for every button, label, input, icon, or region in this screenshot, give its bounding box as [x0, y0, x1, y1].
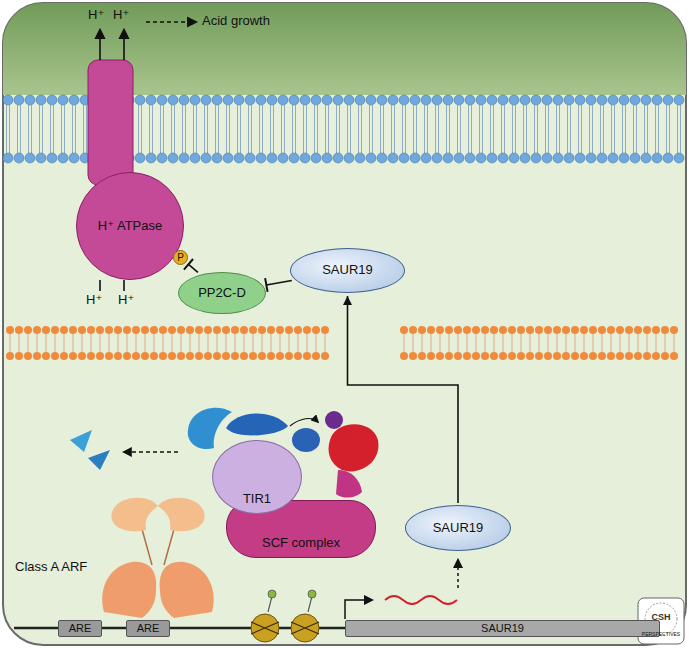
connector-line: [348, 296, 459, 503]
annotation-label: Acid growth: [202, 14, 270, 28]
arf-dimer: [102, 498, 213, 618]
node-text: TIR1: [243, 492, 271, 506]
node-text: SAUR19: [433, 521, 484, 535]
connector: [265, 278, 292, 292]
nucleosomes: [251, 590, 319, 642]
node-text: SCF complex: [262, 536, 340, 550]
annotation-label: H⁺: [118, 293, 134, 307]
node-text: SAUR19: [322, 263, 373, 277]
saur-oval: SAUR19: [290, 248, 405, 293]
connector-line: [266, 280, 291, 285]
phosphatase-oval: PP2C-D: [178, 272, 266, 314]
saur-oval: SAUR19: [405, 505, 511, 551]
node-text: P: [177, 252, 184, 263]
node-text: H⁺ ATPase: [98, 219, 162, 233]
promoter-element: ARE: [58, 620, 102, 637]
cell-body: [3, 3, 686, 645]
arrow-head: [343, 296, 352, 305]
gene-bar: SAUR19: [345, 620, 660, 637]
node-text: PP2C-D: [198, 286, 246, 300]
connector-line: [188, 264, 197, 272]
receptor-shape: TIR1: [212, 440, 302, 514]
logo-text: CSH: [651, 613, 670, 623]
annotation-label: H⁺: [113, 8, 129, 22]
node-text: SAUR19: [481, 622, 524, 634]
node-text: ARE: [137, 622, 160, 634]
annotation-label: H⁺: [86, 293, 102, 307]
node-text: ARE: [69, 622, 92, 634]
promoter-element: ARE: [126, 620, 170, 637]
connector: [343, 296, 458, 503]
degraded-fragments: [70, 430, 178, 470]
transcription: [345, 560, 458, 619]
annotation-label: H⁺: [88, 8, 104, 22]
logo-text: PERSPECTIVES: [642, 632, 680, 638]
annotation-label: Class A ARF: [15, 560, 87, 574]
phosphate-circle: P: [173, 250, 188, 265]
atpase-stem: [88, 60, 133, 185]
atpase-pump: H⁺ ATPase: [76, 172, 184, 280]
